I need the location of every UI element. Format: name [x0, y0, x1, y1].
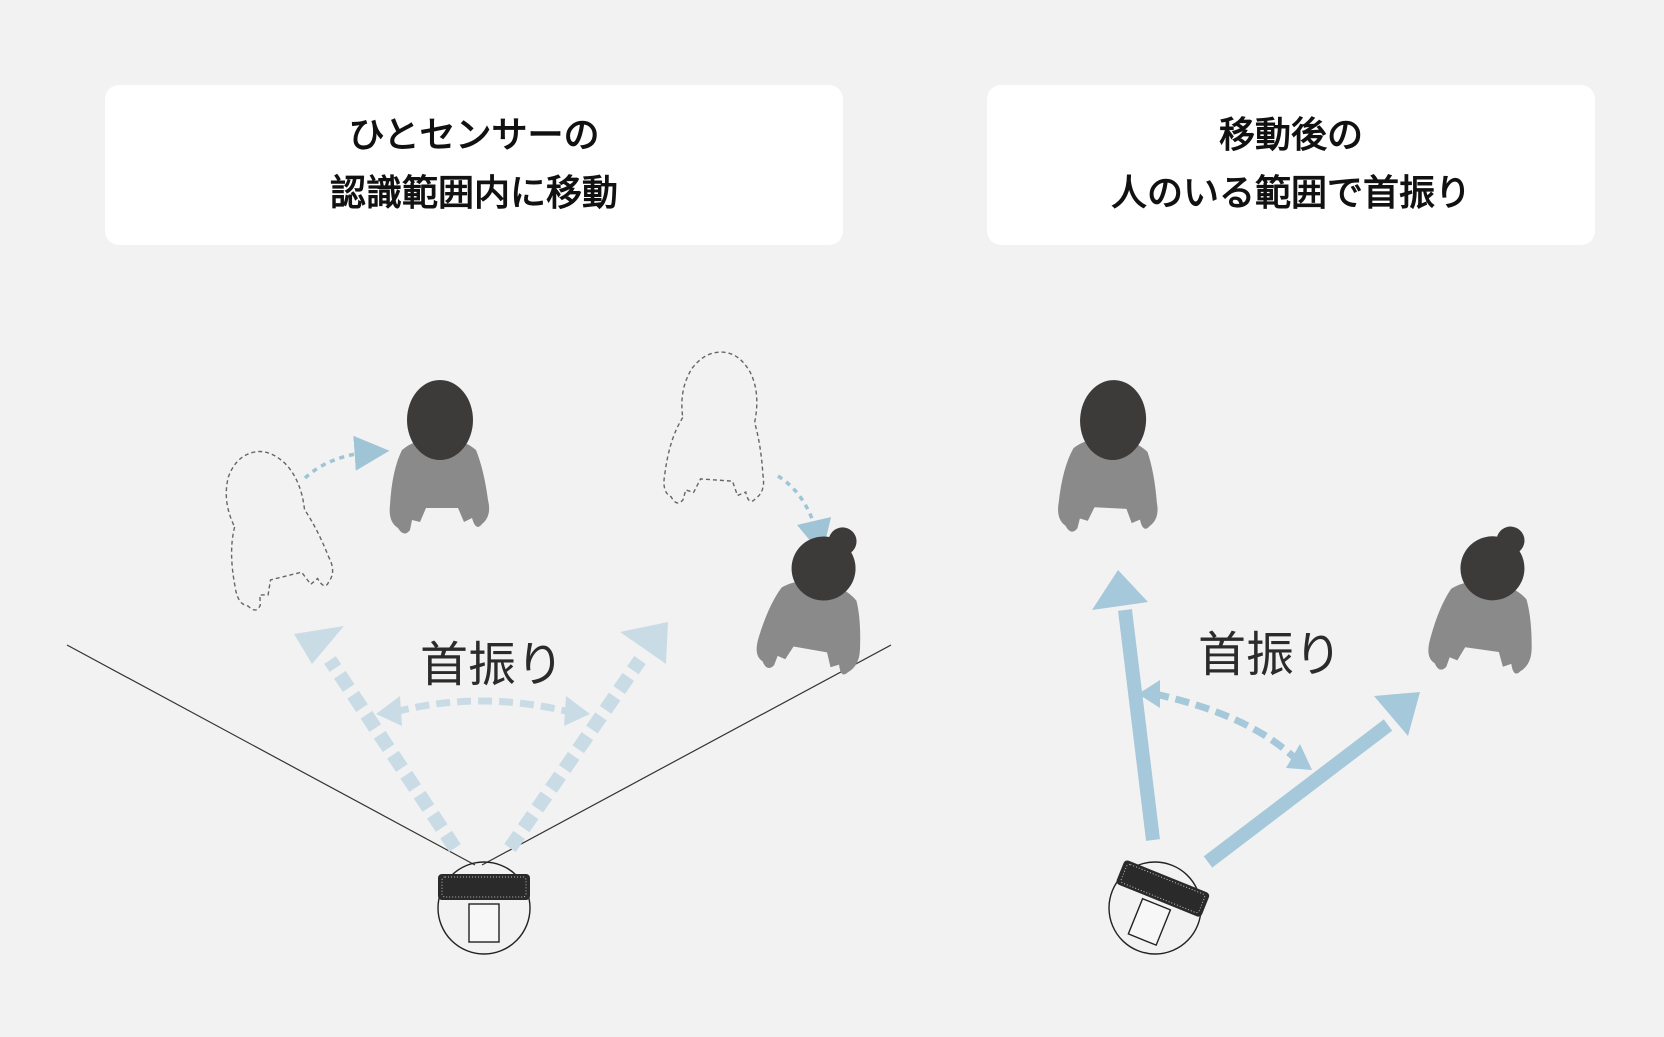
person-outline-before-left	[203, 439, 339, 615]
person-with-bun-right-panel	[1425, 517, 1549, 682]
person-outline-before-right	[661, 347, 774, 510]
fan-topview-right	[1094, 847, 1216, 969]
swing-label-right: 首振り	[1198, 627, 1343, 683]
person-with-bun-left	[753, 516, 881, 684]
movement-arrow-1	[303, 435, 390, 480]
fan-topview-left	[437, 861, 531, 955]
person-top-left	[389, 380, 490, 534]
swing-range-arc-right	[1138, 680, 1312, 770]
right-title-line1: 移動後の	[1218, 115, 1363, 156]
swing-arrow-right	[504, 622, 668, 852]
swing-label-left: 首振り	[420, 637, 565, 693]
sensor-range-line-right	[481, 644, 892, 866]
sensor-range-line-left	[66, 644, 476, 866]
person-top-right-panel	[1056, 377, 1165, 537]
left-title-line1: ひとセンサーの	[348, 115, 600, 156]
movement-arrow-2	[777, 474, 832, 556]
swing-arrow-solid-left	[1092, 570, 1160, 841]
right-title-line2: 人のいる範囲で首振り	[1110, 173, 1471, 214]
left-panel-title-card: ひとセンサーの 認識範囲内に移動	[105, 85, 843, 245]
right-panel-title-card: 移動後の 人のいる範囲で首振り	[987, 85, 1595, 245]
swing-arrow-left	[294, 626, 461, 852]
left-title-line2: 認識範囲内に移動	[329, 173, 618, 214]
swing-range-arc	[376, 696, 590, 726]
swing-arrow-solid-right	[1203, 692, 1420, 868]
